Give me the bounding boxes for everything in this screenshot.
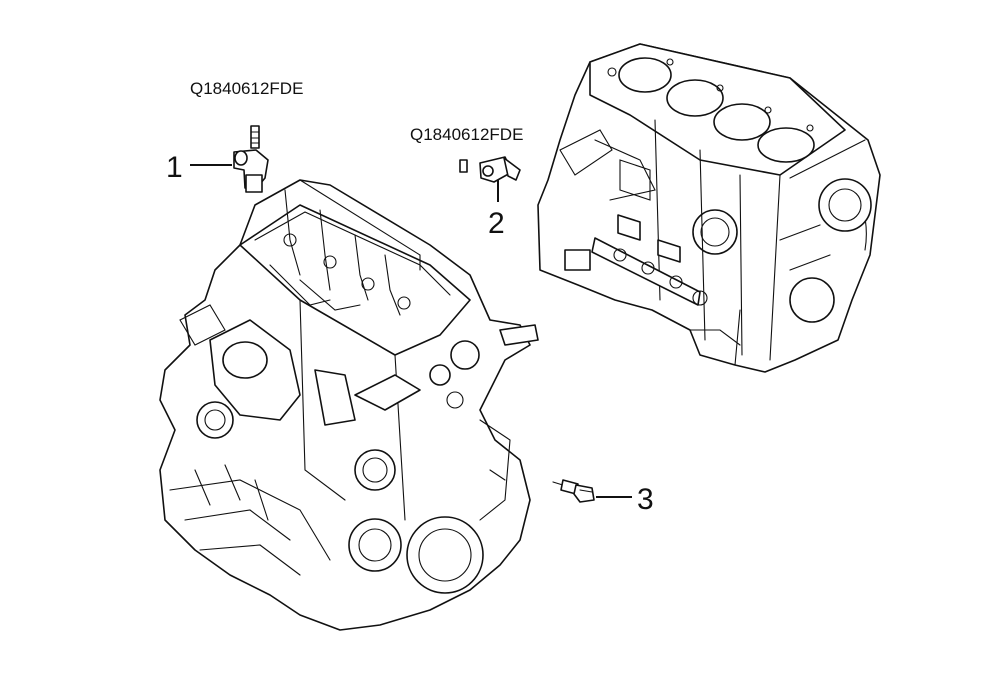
part-2-code-label: Q1840612FDE	[410, 125, 523, 144]
part-2-sensor	[459, 156, 521, 183]
callout-number-3: 3	[637, 483, 654, 516]
callout-number-2: 2	[488, 207, 505, 240]
part-3-sensor	[552, 479, 595, 503]
engine-assembly-drawing	[159, 179, 539, 631]
part-1-code-label: Q1840612FDE	[190, 79, 303, 98]
cylinder-block-drawing	[537, 43, 881, 373]
callout-number-1: 1	[166, 151, 183, 184]
part-1-sensor	[233, 125, 269, 193]
